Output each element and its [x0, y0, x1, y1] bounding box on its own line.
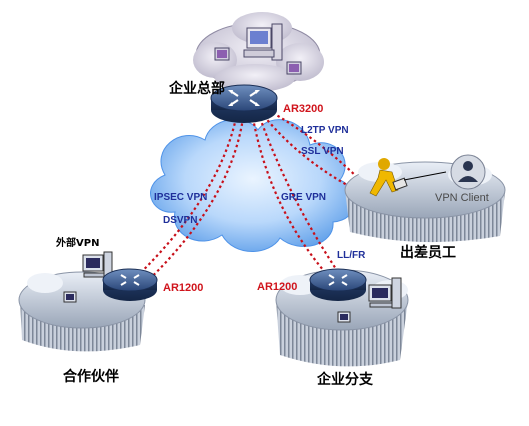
vpn-client-label: VPN Client — [435, 192, 489, 204]
branch-router-label: AR1200 — [257, 281, 298, 293]
partner-computer-icon — [82, 251, 113, 279]
partner-router-icon — [102, 268, 158, 301]
vpn-client-icon — [450, 154, 486, 190]
partner-label: 合作伙伴 — [63, 369, 119, 385]
external-vpn-label: 外部VPN — [56, 238, 100, 249]
partner-pc-icon-small — [63, 291, 77, 303]
hq-computer-icon — [243, 23, 283, 61]
internet-cloud — [150, 119, 356, 252]
hq-router-label: AR3200 — [283, 103, 324, 115]
partner-router-label: AR1200 — [163, 282, 204, 294]
l2tp-vpn-label: L2TP VPN — [301, 125, 349, 136]
dsvpn-label: DSVPN — [163, 215, 198, 226]
traveler-label: 出差员工 — [400, 245, 456, 261]
hq-pc-icon-right — [286, 61, 302, 75]
link-hq-traveler-b — [267, 109, 363, 183]
hq-router-icon — [210, 84, 278, 123]
gre-vpn-label: GRE VPN — [281, 192, 327, 203]
vpn-links — [129, 109, 363, 291]
link-hq-traveler-a — [263, 115, 357, 191]
branch-pc-icon-small — [337, 311, 351, 323]
hq-pc-icon-left — [214, 47, 230, 61]
branch-computer-icon — [368, 277, 402, 309]
branch-label: 企业分支 — [317, 372, 373, 388]
ssl-vpn-label: SSL VPN — [301, 146, 344, 157]
llfr-label: LL/FR — [337, 250, 366, 261]
branch-router-icon — [309, 268, 367, 301]
link-hq-partner-a — [129, 117, 238, 284]
hq-label: 企业总部 — [169, 81, 225, 97]
ipsec-vpn-label: IPSEC VPN — [154, 192, 208, 203]
link-hq-branch-a — [251, 117, 331, 279]
traveler-person-icon — [369, 158, 447, 197]
